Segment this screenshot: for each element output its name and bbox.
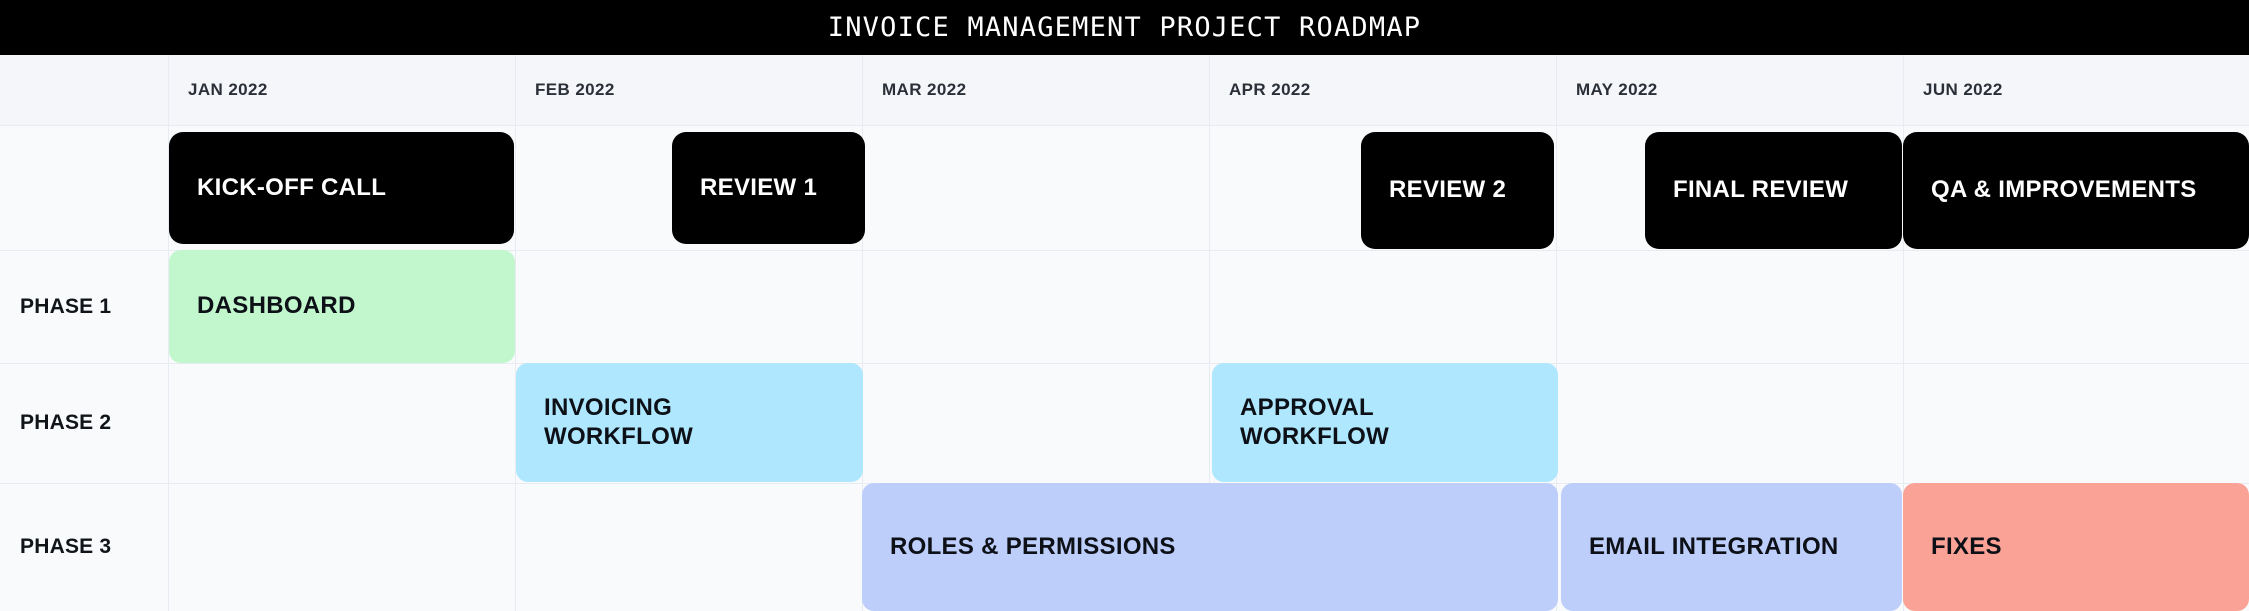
roadmap-title-bar: INVOICE MANAGEMENT PROJECT ROADMAP xyxy=(0,0,2249,55)
milestone-label: REVIEW 2 xyxy=(1389,176,1507,204)
milestone-bar-review-1[interactable]: REVIEW 1 xyxy=(672,132,865,244)
month-label: JAN 2022 xyxy=(188,80,268,99)
month-label: MAR 2022 xyxy=(882,80,967,99)
month-header-jun: JUN 2022 xyxy=(1903,55,2249,125)
month-header-may: MAY 2022 xyxy=(1556,55,1903,125)
phase-label-text: PHASE 3 xyxy=(20,535,112,558)
milestone-bar-review-2[interactable]: REVIEW 2 xyxy=(1361,132,1554,249)
grid-column-line xyxy=(862,55,863,611)
milestone-bar-final-review[interactable]: FINAL REVIEW xyxy=(1645,132,1902,249)
grid-column-line xyxy=(168,55,169,611)
phase-label-text: PHASE 2 xyxy=(20,411,112,434)
month-label: MAY 2022 xyxy=(1576,80,1658,99)
page-title: INVOICE MANAGEMENT PROJECT ROADMAP xyxy=(827,12,1422,43)
phase-label-phase-3: PHASE 3 xyxy=(0,483,168,611)
grid-column-line xyxy=(1556,55,1557,611)
task-label: EMAIL INTEGRATION xyxy=(1589,532,1839,560)
month-header-apr: APR 2022 xyxy=(1209,55,1556,125)
month-label: JUN 2022 xyxy=(1923,80,2003,99)
month-label: FEB 2022 xyxy=(535,80,615,99)
month-header-feb: FEB 2022 xyxy=(515,55,862,125)
task-label: DASHBOARD xyxy=(197,292,356,320)
phase-label-text: PHASE 1 xyxy=(20,294,112,318)
milestone-row-label xyxy=(0,125,168,250)
phase-label-phase-1: PHASE 1 xyxy=(0,250,168,363)
task-bar-fixes[interactable]: FIXES xyxy=(1903,483,2249,611)
milestone-label: KICK-OFF CALL xyxy=(197,173,387,201)
task-bar-email-integration[interactable]: EMAIL INTEGRATION xyxy=(1561,483,1902,611)
month-header-jan: JAN 2022 xyxy=(168,55,515,125)
milestone-bar-kick-off-call[interactable]: KICK-OFF CALL xyxy=(169,132,514,244)
task-bar-roles-permissions[interactable]: ROLES & PERMISSIONS xyxy=(862,483,1558,611)
task-label: FIXES xyxy=(1931,532,2002,560)
task-label: INVOICING WORKFLOW xyxy=(544,394,694,450)
task-label: ROLES & PERMISSIONS xyxy=(890,532,1176,560)
milestone-label: QA & IMPROVEMENTS xyxy=(1931,176,2197,204)
milestone-label: REVIEW 1 xyxy=(700,173,818,201)
milestone-label: FINAL REVIEW xyxy=(1673,176,1849,204)
grid-row-line xyxy=(0,250,2249,251)
task-bar-dashboard[interactable]: DASHBOARD xyxy=(169,250,515,363)
month-header-strip xyxy=(0,55,2249,125)
month-header-mar: MAR 2022 xyxy=(862,55,1209,125)
roadmap-grid: JAN 2022 FEB 2022 MAR 2022 APR 2022 MAY 2022… xyxy=(0,55,2249,611)
month-label: APR 2022 xyxy=(1229,80,1311,99)
milestone-bar-qa-improvements[interactable]: QA & IMPROVEMENTS xyxy=(1903,132,2249,249)
grid-row-line xyxy=(0,125,2249,126)
grid-column-line xyxy=(1209,55,1210,611)
grid-column-line xyxy=(515,55,516,611)
grid-column-line xyxy=(1903,55,1904,611)
grid-row-line xyxy=(0,363,2249,364)
task-bar-invoicing-workflow[interactable]: INVOICING WORKFLOW xyxy=(516,363,863,482)
task-bar-approval-workflow[interactable]: APPROVAL WORKFLOW xyxy=(1212,363,1558,482)
task-label: APPROVAL WORKFLOW xyxy=(1240,394,1390,450)
phase-label-phase-2: PHASE 2 xyxy=(0,363,168,483)
